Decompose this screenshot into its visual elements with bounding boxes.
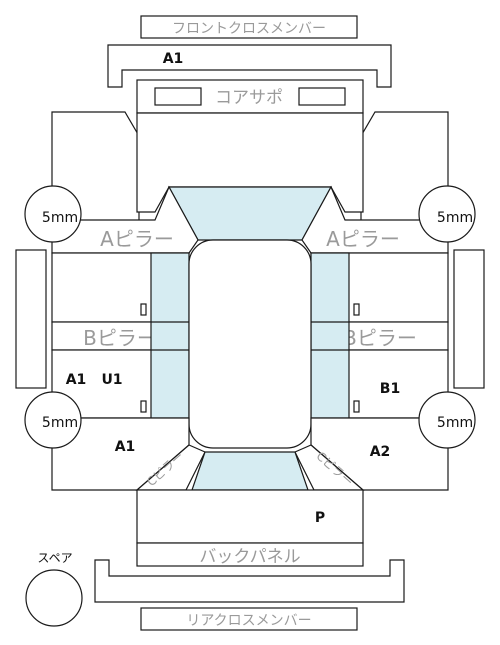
left-front-door-handle[interactable] [140, 303, 147, 316]
roof[interactable] [188, 239, 312, 449]
right-side-strip[interactable] [453, 249, 485, 389]
right-quarter-mark: A2 [370, 444, 391, 460]
front-left-tire[interactable] [24, 185, 82, 243]
left-rear-door-mark-u1: U1 [101, 372, 122, 388]
rear-left-tire-depth: 5mm [42, 415, 78, 431]
trunk[interactable] [136, 489, 364, 544]
core-support-label: コアサポ [215, 88, 283, 108]
rear-windshield[interactable] [191, 451, 309, 491]
rear-right-tire-depth: 5mm [437, 415, 473, 431]
right-b-pillar-label: Bピラー [343, 326, 417, 350]
right-front-door-handle[interactable] [353, 303, 360, 316]
front-right-tire-depth: 5mm [437, 210, 473, 226]
left-headlight[interactable] [154, 87, 202, 106]
right-rear-door-mark: B1 [380, 381, 400, 397]
rear-left-tire[interactable] [24, 391, 82, 449]
left-side-windows[interactable] [150, 252, 190, 419]
spare-tire[interactable] [25, 569, 83, 627]
trunk-mark: P [315, 510, 325, 526]
left-a-pillar-label: Aピラー [100, 227, 174, 251]
front-cross-member-box[interactable] [140, 15, 358, 39]
rear-right-tire[interactable] [418, 391, 476, 449]
right-rear-door-handle[interactable] [353, 400, 360, 413]
left-rear-door-handle[interactable] [140, 400, 147, 413]
right-a-pillar-label: Aピラー [326, 227, 400, 251]
rear-bumper[interactable] [94, 559, 405, 603]
back-panel-label: バックパネル [199, 547, 300, 567]
left-b-pillar-label: Bピラー [83, 326, 157, 350]
left-side-strip[interactable] [15, 249, 47, 389]
right-side-windows[interactable] [310, 252, 350, 419]
right-headlight[interactable] [298, 87, 346, 106]
left-rear-door-mark-a1: A1 [66, 372, 87, 388]
front-left-tire-depth: 5mm [42, 210, 78, 226]
back-panel[interactable] [136, 542, 364, 567]
left-quarter-mark: A1 [115, 439, 136, 455]
spare-tire-label: スペア [37, 551, 72, 565]
front-bumper[interactable] [107, 44, 392, 88]
rear-cross-member-box[interactable] [140, 607, 358, 631]
front-right-tire[interactable] [418, 185, 476, 243]
front-bumper-mark: A1 [163, 51, 184, 67]
front-cross-member-label: フロントクロスメンバー [172, 21, 326, 37]
rear-cross-member-label: リアクロスメンバー [186, 613, 311, 629]
